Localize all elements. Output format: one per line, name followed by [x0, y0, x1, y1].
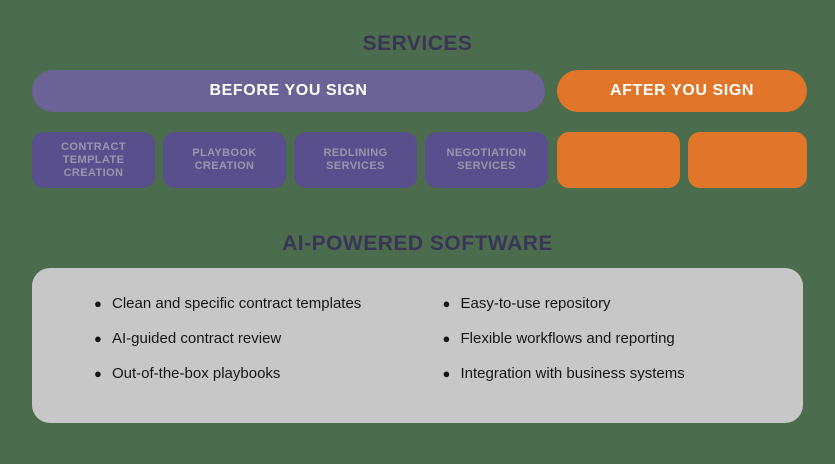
feature-label: Flexible workflows and reporting: [460, 330, 675, 347]
feature-column-right: ● Easy-to-use repository ● Flexible work…: [415, 296, 764, 399]
feature-label: Integration with business systems: [460, 365, 685, 382]
feature-label: Easy-to-use repository: [460, 295, 611, 312]
bullet-icon: ●: [94, 296, 102, 311]
bullet-icon: ●: [94, 331, 102, 346]
category-bar-after-you-sign[interactable]: AFTER YOU SIGN: [557, 70, 807, 112]
list-item: ● Clean and specific contract templates: [94, 296, 415, 312]
service-pill-after-sign-1[interactable]: [557, 132, 680, 188]
feature-panel: ● Clean and specific contract templates …: [32, 268, 803, 423]
service-pill-after-sign-2[interactable]: [688, 132, 807, 188]
feature-column-left: ● Clean and specific contract templates …: [94, 296, 415, 399]
bullet-icon: ●: [442, 366, 451, 381]
services-section-title: SERVICES: [362, 32, 473, 55]
service-pill-redlining-services[interactable]: REDLINING SERVICES: [294, 132, 417, 188]
list-item: ● Flexible workflows and reporting: [443, 331, 764, 347]
category-bar-before-label: BEFORE YOU SIGN: [209, 82, 368, 99]
list-item: ● Easy-to-use repository: [443, 296, 764, 312]
feature-label: AI-guided contract review: [112, 330, 282, 347]
service-pill-row: CONTRACT TEMPLATE CREATION PLAYBOOK CREA…: [32, 132, 807, 188]
service-pill-negotiation-services[interactable]: NEGOTIATION SERVICES: [425, 132, 548, 188]
feature-label: Clean and specific contract templates: [112, 295, 362, 312]
list-item: ● Out-of-the-box playbooks: [94, 366, 415, 382]
software-section-title: AI-POWERED SOFTWARE: [282, 232, 553, 255]
bullet-icon: ●: [94, 366, 102, 381]
list-item: ● Integration with business systems: [443, 366, 764, 382]
list-item: ● AI-guided contract review: [94, 331, 415, 347]
service-pill-contract-template-creation[interactable]: CONTRACT TEMPLATE CREATION: [32, 132, 155, 188]
service-pill-playbook-creation[interactable]: PLAYBOOK CREATION: [163, 132, 286, 188]
bullet-icon: ●: [442, 296, 451, 311]
category-bar-before-you-sign[interactable]: BEFORE YOU SIGN: [32, 70, 545, 112]
feature-label: Out-of-the-box playbooks: [112, 365, 281, 382]
bullet-icon: ●: [442, 331, 451, 346]
category-bar-after-label: AFTER YOU SIGN: [609, 82, 755, 99]
